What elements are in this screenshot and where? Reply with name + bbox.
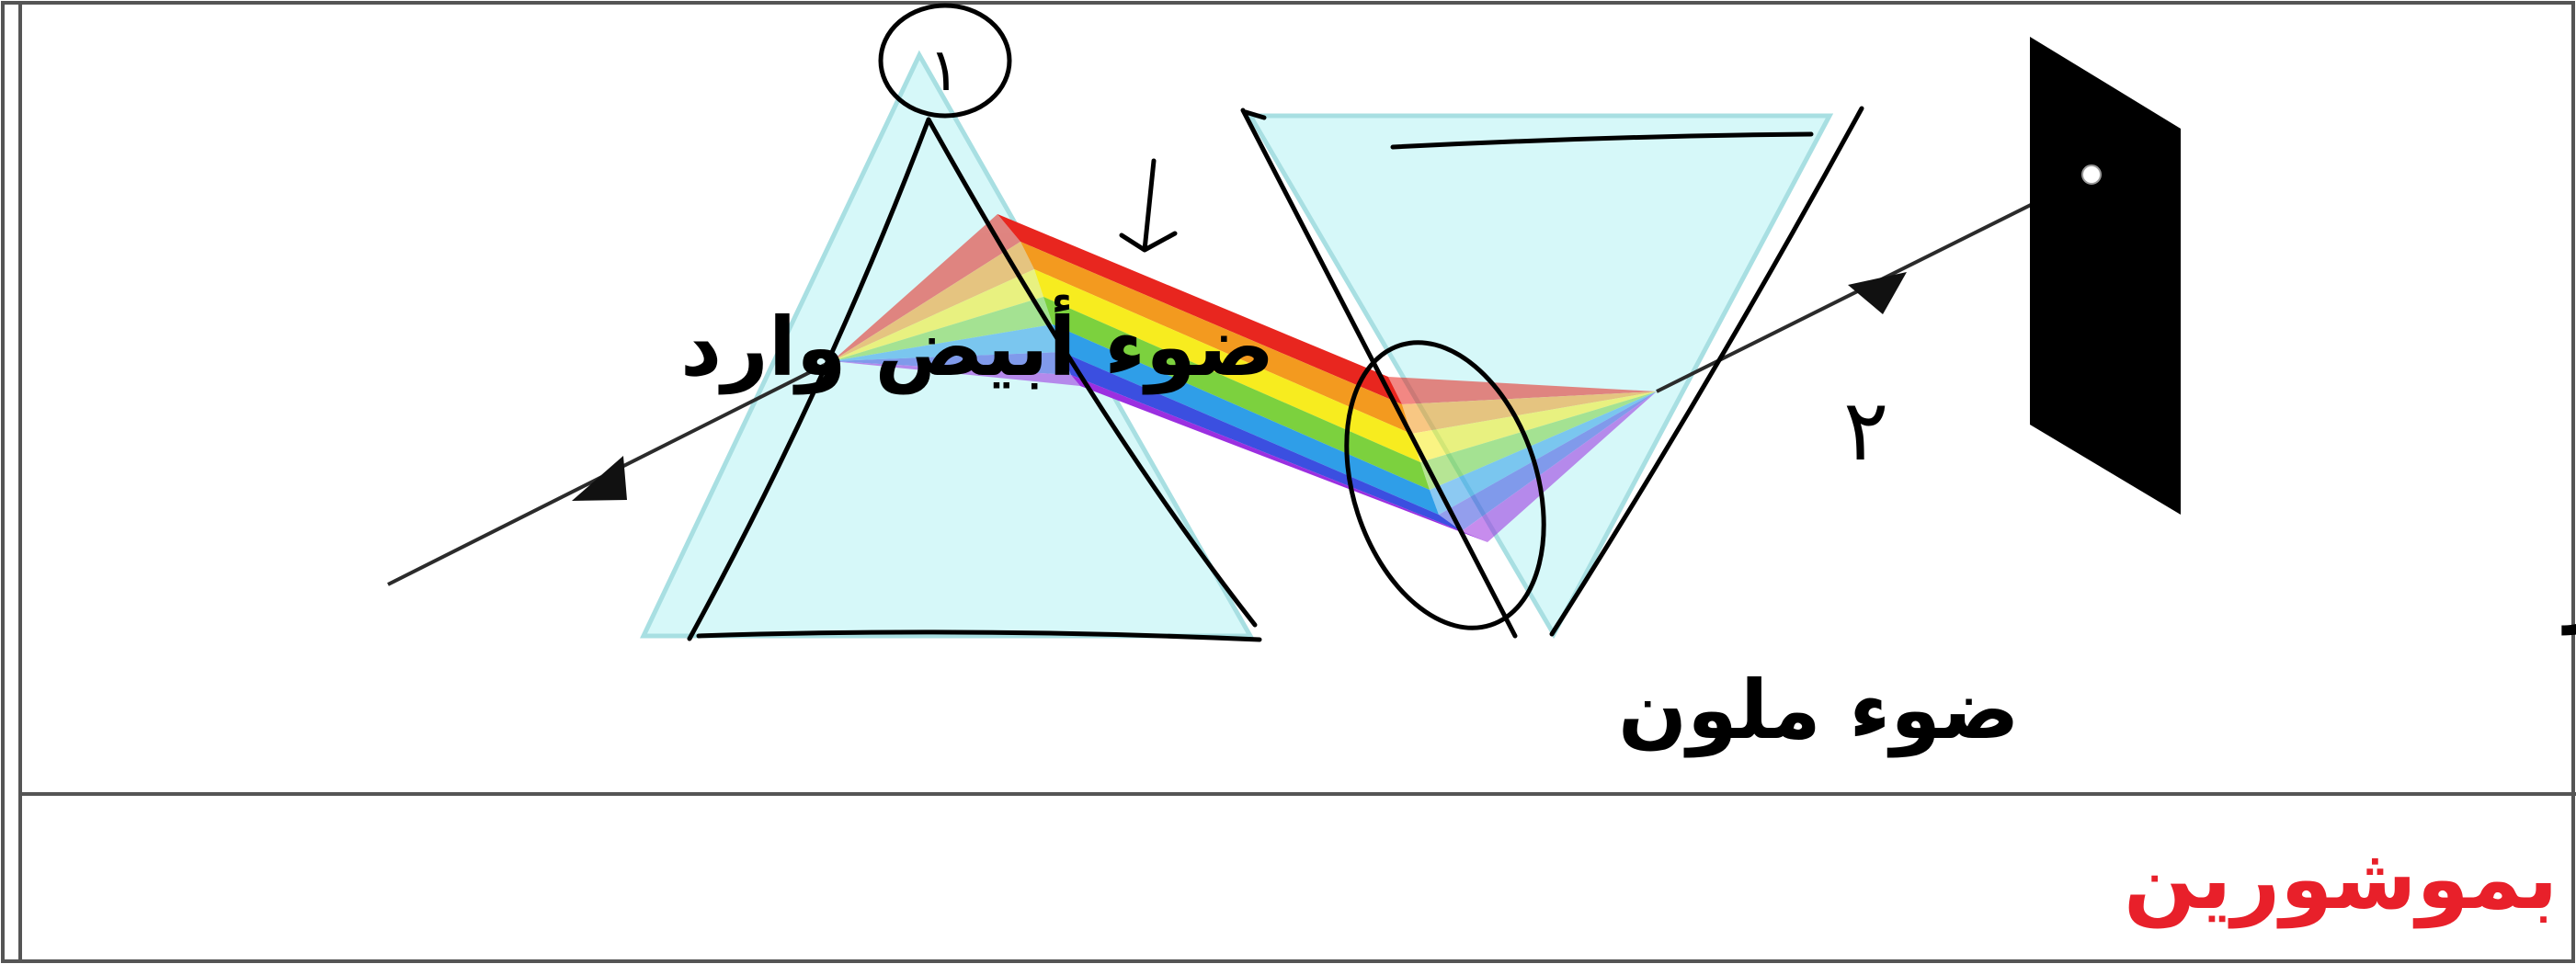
light-spot xyxy=(2081,164,2102,185)
screen xyxy=(2030,37,2181,515)
outgoing-light-label: ضوء أبيض صادر xyxy=(2561,535,2576,636)
arrow-mark xyxy=(1119,158,1178,253)
incoming-light-label: ضوء أبيض وارد xyxy=(680,294,1274,395)
handwritten-annotations xyxy=(687,3,1864,642)
caption-title: تجربة تركيب الضوء الأبيض بموشورين xyxy=(2124,828,2576,929)
circle-mark-1 xyxy=(878,3,1012,119)
incoming-arrow-icon xyxy=(572,456,627,501)
right-prism-recombination xyxy=(1388,377,1657,542)
ellipse-highlight xyxy=(1344,340,1546,630)
color-band xyxy=(997,214,1487,542)
left-prism-dispersion xyxy=(832,214,1080,386)
outgoing-arrow-icon xyxy=(1848,272,1907,314)
mark-2-label: ٢ xyxy=(1843,381,1888,480)
hand-drawn-left-prism xyxy=(687,117,1262,642)
hand-drawn-right-prism xyxy=(1240,106,1864,639)
mark-1-label: ١ xyxy=(929,37,960,105)
colored-light-label: ضوء ملون xyxy=(1618,663,2020,758)
